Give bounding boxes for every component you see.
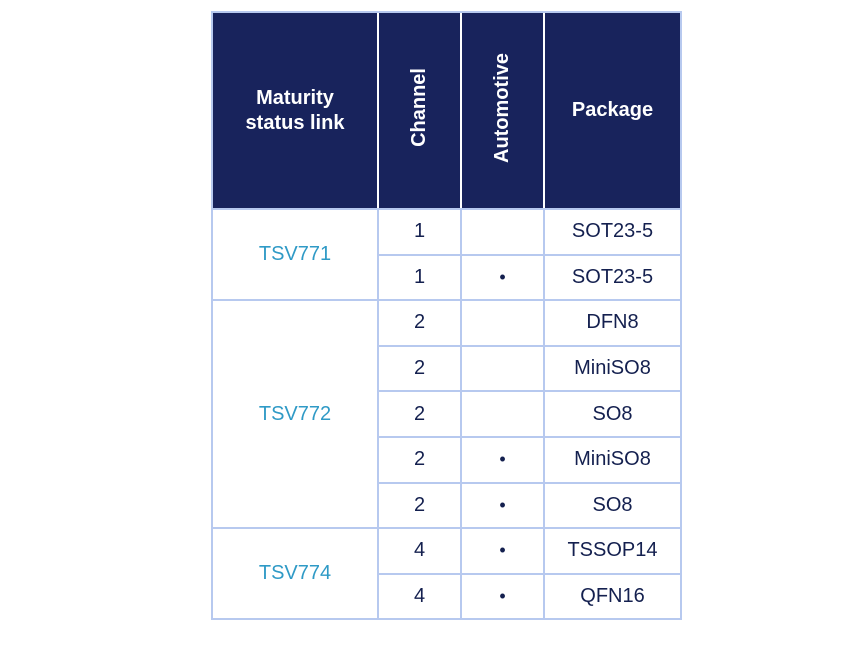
channel-cell: 4 (377, 572, 462, 621)
header-maturity-status-link-label: Maturity status link (245, 86, 345, 134)
part-number-link[interactable]: TSV771 (258, 243, 332, 266)
channel-cell: 2 (377, 390, 462, 438)
table-row: 2•MiniSO8 (212, 435, 682, 484)
table-row: 2 SO8 (212, 390, 682, 438)
automotive-bullet-cell (460, 390, 545, 438)
header-package: Package (543, 11, 682, 210)
header-maturity-status-link: Maturity status link (211, 11, 378, 210)
table-row: TSV772 2 DFN8 (211, 299, 682, 530)
automotive-bullet-cell (460, 344, 545, 393)
package-cell: DFN8 (543, 299, 682, 347)
channel-cell: 1 (377, 253, 462, 302)
table-header: Maturity status link Channel Automotive … (211, 11, 682, 210)
package-cell: SO8 (543, 390, 682, 438)
part-number-cell: TSV772 (211, 299, 379, 530)
automotive-bullet-cell: • (460, 253, 545, 302)
package-cell: MiniSO8 (543, 435, 682, 484)
header-channel-label: Channel (408, 68, 430, 147)
channel-cell: 2 (377, 481, 462, 530)
automotive-bullet-cell: • (460, 435, 545, 484)
table-row: 2•SO8 (212, 481, 682, 530)
table-row: TSV774 4•TSSOP14 (211, 527, 682, 621)
automotive-bullet-cell (460, 299, 545, 347)
package-cell: QFN16 (543, 572, 682, 621)
automotive-bullet-cell (460, 208, 545, 256)
part-number-link[interactable]: TSV774 (258, 562, 332, 585)
package-cell: TSSOP14 (543, 527, 682, 575)
automotive-bullet-cell: • (460, 481, 545, 530)
part-number-cell: TSV774 (211, 527, 379, 621)
channel-cell: 1 (377, 208, 462, 256)
header-row: Maturity status link Channel Automotive … (211, 11, 682, 210)
table-row: 2 MiniSO8 (212, 344, 682, 393)
table-row: 4•QFN16 (212, 572, 682, 621)
channel-cell: 2 (377, 435, 462, 484)
part-number-cell: TSV771 (211, 207, 379, 302)
table-row: 1•SOT23-5 (212, 253, 682, 302)
package-cell: SOT23-5 (543, 253, 682, 302)
channel-cell: 2 (377, 299, 462, 347)
product-selection-table: Maturity status link Channel Automotive … (211, 11, 682, 621)
header-automotive-label: Automotive (491, 52, 513, 163)
part-number-link[interactable]: TSV772 (258, 402, 332, 425)
package-cell: MiniSO8 (543, 344, 682, 393)
channel-cell: 4 (377, 527, 462, 575)
package-cell: SO8 (543, 481, 682, 530)
header-automotive: Automotive (460, 11, 544, 210)
header-channel: Channel (377, 11, 461, 210)
package-cell: SOT23-5 (543, 208, 682, 256)
header-package-label: Package (571, 99, 654, 121)
automotive-bullet-cell: • (460, 572, 545, 621)
automotive-bullet-cell: • (460, 527, 545, 575)
channel-cell: 2 (377, 344, 462, 393)
